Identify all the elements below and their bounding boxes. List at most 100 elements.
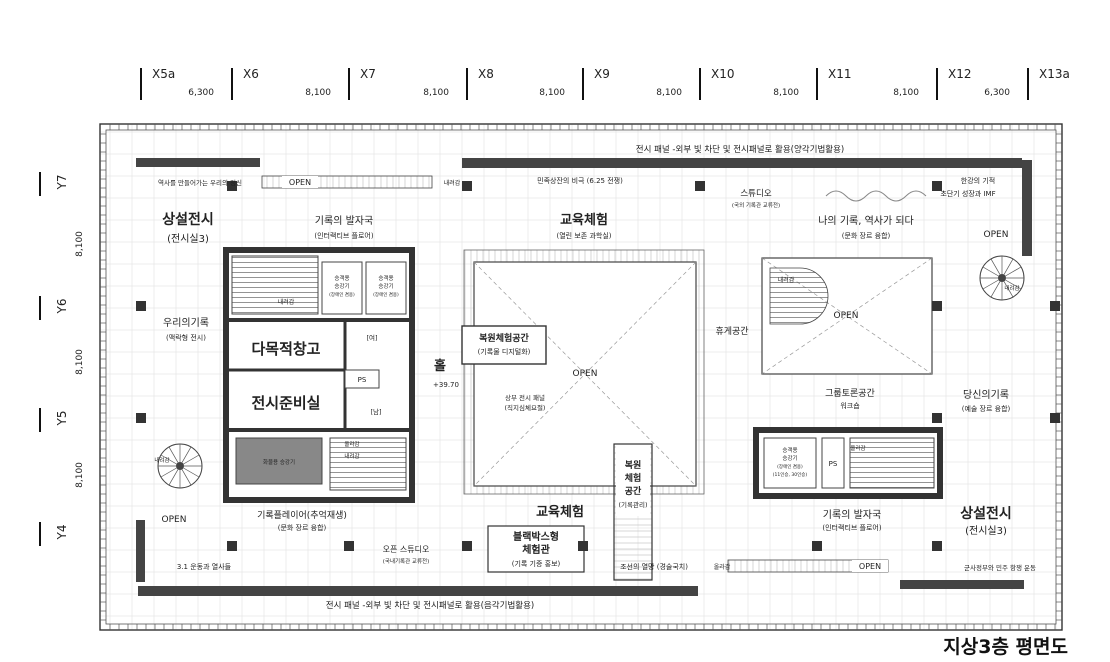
right-void-down-label: 내려감 xyxy=(778,276,795,284)
right-open-void xyxy=(761,257,933,375)
grid-col-label: X12 xyxy=(948,67,972,81)
democracy-label: 군사정부와 민주 항쟁 운동 xyxy=(964,563,1036,572)
atrium-open-label: OPEN xyxy=(573,369,598,379)
spiral-left-down-label: 내려감 xyxy=(154,456,169,464)
top-banner-label: 전시 패널 -외부 빛 차단 및 전시패널로 활용(양각기법활용) xyxy=(636,144,844,155)
permanent-right-title: 상설전시 xyxy=(960,505,1012,522)
our-record-sub: (맥락형 전시) xyxy=(166,333,206,342)
han-river-label: 한강의 기적 xyxy=(961,176,995,185)
elevator-left-2-label: 승객용 xyxy=(378,275,393,282)
studio-sub: (국외 기록관 교류전) xyxy=(732,201,780,209)
spiral-stair-right xyxy=(979,255,1025,301)
grid-col-dim: 8,100 xyxy=(656,88,682,98)
korean-war-label: 민족상잔의 비극 (6.25 전쟁) xyxy=(537,176,623,185)
my-record-sub: (문화 장르 융합) xyxy=(842,231,891,240)
grid-row-label: Y5 xyxy=(55,411,69,427)
grid-col-label: X8 xyxy=(478,67,494,81)
elevator-right-sub2: (11인승, 30인승) xyxy=(773,471,808,478)
discovery-top-title: 기록의 발자국 xyxy=(315,215,373,227)
elevator-left-1-sub: (장애인 겸용) xyxy=(329,291,355,298)
female-restroom-label: [여] xyxy=(366,333,377,342)
permanent-right-sub: (전시실3) xyxy=(965,525,1007,537)
right-side-wall xyxy=(1022,160,1032,256)
left-core xyxy=(223,247,415,503)
left-stair-down-label: 내려감 xyxy=(278,298,295,306)
elevator-left-1-label: 승객용 xyxy=(334,275,349,282)
grid-row-dim: 8,100 xyxy=(75,462,85,488)
top-strip-down-label: 내려감 xyxy=(444,179,461,187)
left-open-label: OPEN xyxy=(162,515,187,525)
joseon-label: 조선의 열망 (경술국치) xyxy=(620,562,688,571)
open-studio-title: 오픈 스튜디오 xyxy=(383,545,430,554)
permanent-left-sub: (전시실3) xyxy=(167,233,209,245)
edu-top-title: 교육체험 xyxy=(560,212,608,228)
group-sub: 워크숍 xyxy=(840,402,860,410)
top-strip-open-label: OPEN xyxy=(289,178,311,187)
grid-col-dim: 8,100 xyxy=(423,88,449,98)
elevator-right-sub: (장애인 겸용) xyxy=(777,463,803,470)
your-record-title: 당신의기록 xyxy=(963,389,1009,401)
grid-col-label: X5a xyxy=(152,67,175,81)
upper-panel-label: 상부 전시 패널 xyxy=(505,393,545,402)
structural-columns xyxy=(136,181,1060,551)
open-studio-sub: (국내기록관 교류전) xyxy=(383,557,430,565)
grid-row-label: Y4 xyxy=(55,525,69,541)
spiral-stair-left xyxy=(157,443,203,489)
grid-row-dim: 8,100 xyxy=(75,231,85,257)
blackbox-box xyxy=(487,525,585,573)
freight-elevator-label: 화물용 승강기 xyxy=(263,458,295,466)
discovery-bottom-sub: (인터랙티브 플로어) xyxy=(822,523,881,532)
spiral-right-down-label: 내려감 xyxy=(1004,284,1019,292)
hall-level: +39.70 xyxy=(433,381,459,389)
elevator-left-2-sub: (장애인 겸용) xyxy=(373,291,399,298)
grid-col-dim: 8,100 xyxy=(893,88,919,98)
prep-room-title: 전시준비실 xyxy=(251,394,320,412)
grid-row-label: Y6 xyxy=(55,299,69,315)
march1-label: 3.1 운동과 열사들 xyxy=(177,562,232,571)
male-restroom-label: [남] xyxy=(370,407,381,416)
ps-left-label: PS xyxy=(358,376,367,384)
grid-col-dim: 8,100 xyxy=(773,88,799,98)
right-void-open-label: OPEN xyxy=(834,311,859,321)
grid-col-dim: 6,300 xyxy=(188,88,214,98)
plan-title: 지상3층 평면도 xyxy=(943,636,1068,658)
bottom-panel-wall xyxy=(138,586,698,596)
storage-title: 다목적창고 xyxy=(251,340,320,358)
grid-row-label: Y7 xyxy=(55,175,69,191)
edu-top-sub: (열린 보존 과학실) xyxy=(557,231,612,240)
your-record-sub: (예술 장르 융합) xyxy=(962,404,1011,413)
restore-top-title: 복원체험공간 xyxy=(479,332,529,344)
bottom-strip-open-label: OPEN xyxy=(859,562,881,571)
left-side-wall xyxy=(136,520,145,582)
ps-right-label: PS xyxy=(829,460,838,468)
our-record-title: 우리의기록 xyxy=(163,317,209,329)
restore-bottom-l1: 복원 xyxy=(625,459,642,471)
facade-ticks xyxy=(100,124,1062,630)
blackbox-l2: 체험관 xyxy=(522,543,550,556)
discovery-bottom-title: 기록의 발자국 xyxy=(823,509,881,521)
short-growth-label: 초단기 성장과 IMF xyxy=(940,189,995,198)
elevator-left-2-label2: 승강기 xyxy=(378,282,393,290)
central-atrium xyxy=(463,249,705,495)
elevator-left-1-label2: 승강기 xyxy=(334,282,349,290)
right-stair-up-label: 올라감 xyxy=(850,444,865,452)
grid-col-label: X10 xyxy=(711,67,735,81)
top-left-wall xyxy=(136,158,260,167)
permanent-left-title: 상설전시 xyxy=(162,211,214,228)
hall-title: 홀 xyxy=(434,358,446,374)
restore-top-box xyxy=(461,325,547,365)
grid-col-label: X13a xyxy=(1039,67,1070,81)
lounge-title: 휴게공간 xyxy=(715,326,748,337)
grid-col-label: X6 xyxy=(243,67,259,81)
grid-col-dim: 6,300 xyxy=(984,88,1010,98)
discovery-top-sub: (인터랙티브 플로어) xyxy=(314,231,373,240)
restore-bottom-l2: 체험 xyxy=(625,472,642,484)
grid-row-dim: 8,100 xyxy=(75,349,85,375)
edu-bottom-title: 교육체험 xyxy=(536,504,584,520)
grid-col-label: X7 xyxy=(360,67,376,81)
grid-col-label: X9 xyxy=(594,67,610,81)
grid-col-dim: 8,100 xyxy=(539,88,565,98)
bottom-strip-up-label: 올라감 xyxy=(714,563,731,571)
group-title: 그룹토론공간 xyxy=(825,388,875,399)
right-open-label: OPEN xyxy=(984,230,1009,240)
